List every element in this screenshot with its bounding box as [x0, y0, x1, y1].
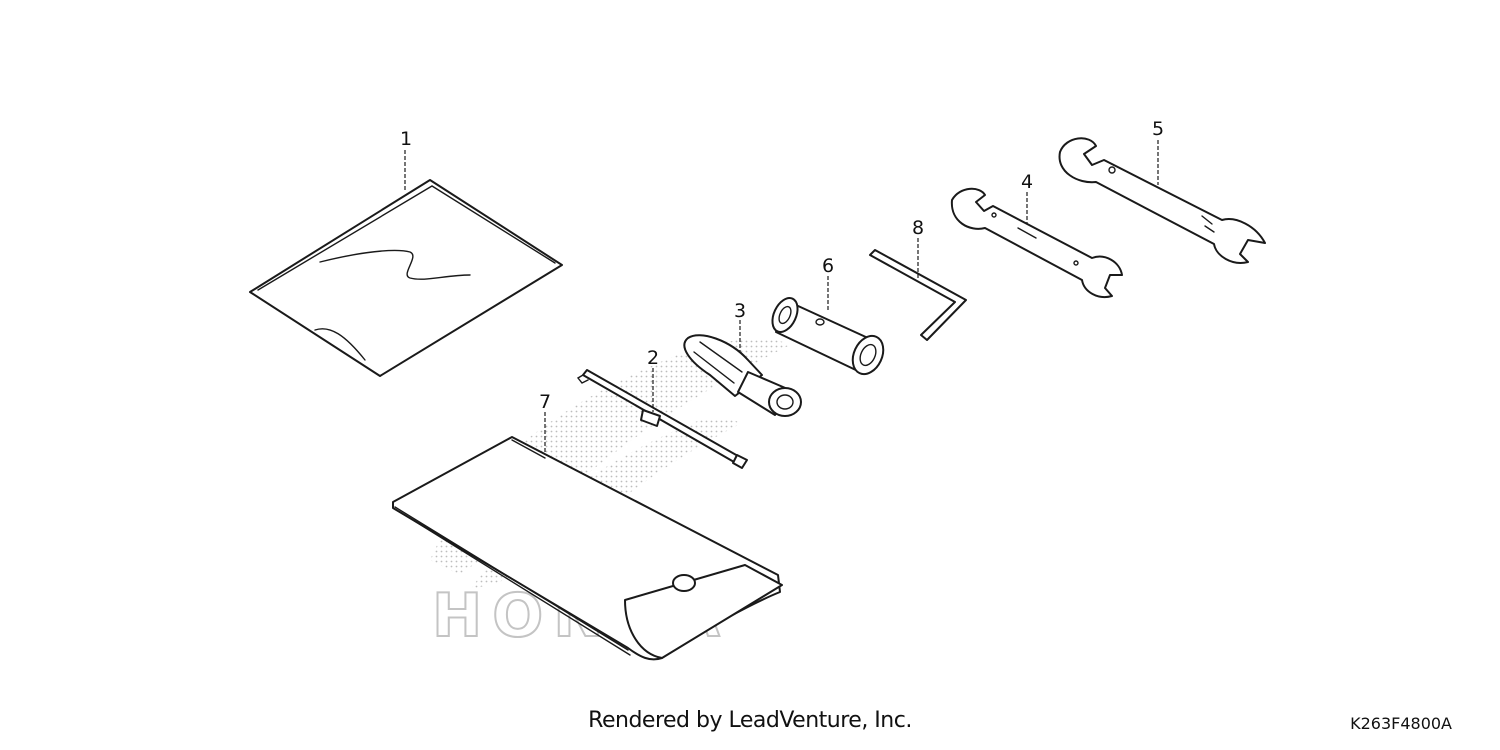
manual-bag-icon — [249, 179, 563, 377]
render-credit: Rendered by LeadVenture, Inc. — [588, 708, 912, 733]
open-end-wrench-large-icon — [1058, 137, 1266, 264]
part-5-open-end-wrench-large[interactable] — [1058, 137, 1266, 264]
tool-bag-icon — [392, 436, 783, 661]
callout-2[interactable]: 2 — [647, 347, 659, 369]
spark-plug-socket-wrench-icon — [771, 297, 885, 376]
callout-5[interactable]: 5 — [1152, 118, 1164, 140]
part-2-screwdriver-bit[interactable] — [576, 369, 748, 469]
open-end-wrench-small-icon — [950, 187, 1123, 298]
callout-3[interactable]: 3 — [734, 300, 746, 322]
callout-4[interactable]: 4 — [1021, 171, 1033, 193]
callout-7[interactable]: 7 — [539, 391, 551, 413]
hex-key-icon — [869, 249, 967, 341]
part-8-hex-key[interactable] — [869, 249, 967, 341]
callout-labels: 1 2 3 4 5 6 7 8 — [400, 118, 1164, 413]
screwdriver-handle-icon — [683, 334, 802, 417]
callout-6[interactable]: 6 — [822, 255, 834, 277]
screwdriver-bit-icon — [576, 369, 748, 469]
part-4-open-end-wrench-small[interactable] — [950, 187, 1123, 298]
part-3-screwdriver-handle[interactable] — [683, 334, 802, 417]
part-1-manual-bag[interactable] — [249, 179, 563, 377]
callout-8[interactable]: 8 — [912, 217, 924, 239]
callout-leaders — [404, 140, 1159, 455]
callout-1[interactable]: 1 — [400, 128, 412, 150]
diagram-code: K263F4800A — [1350, 714, 1452, 733]
part-7-tool-bag[interactable] — [392, 436, 783, 661]
part-6-spark-plug-socket-wrench[interactable] — [767, 294, 889, 379]
